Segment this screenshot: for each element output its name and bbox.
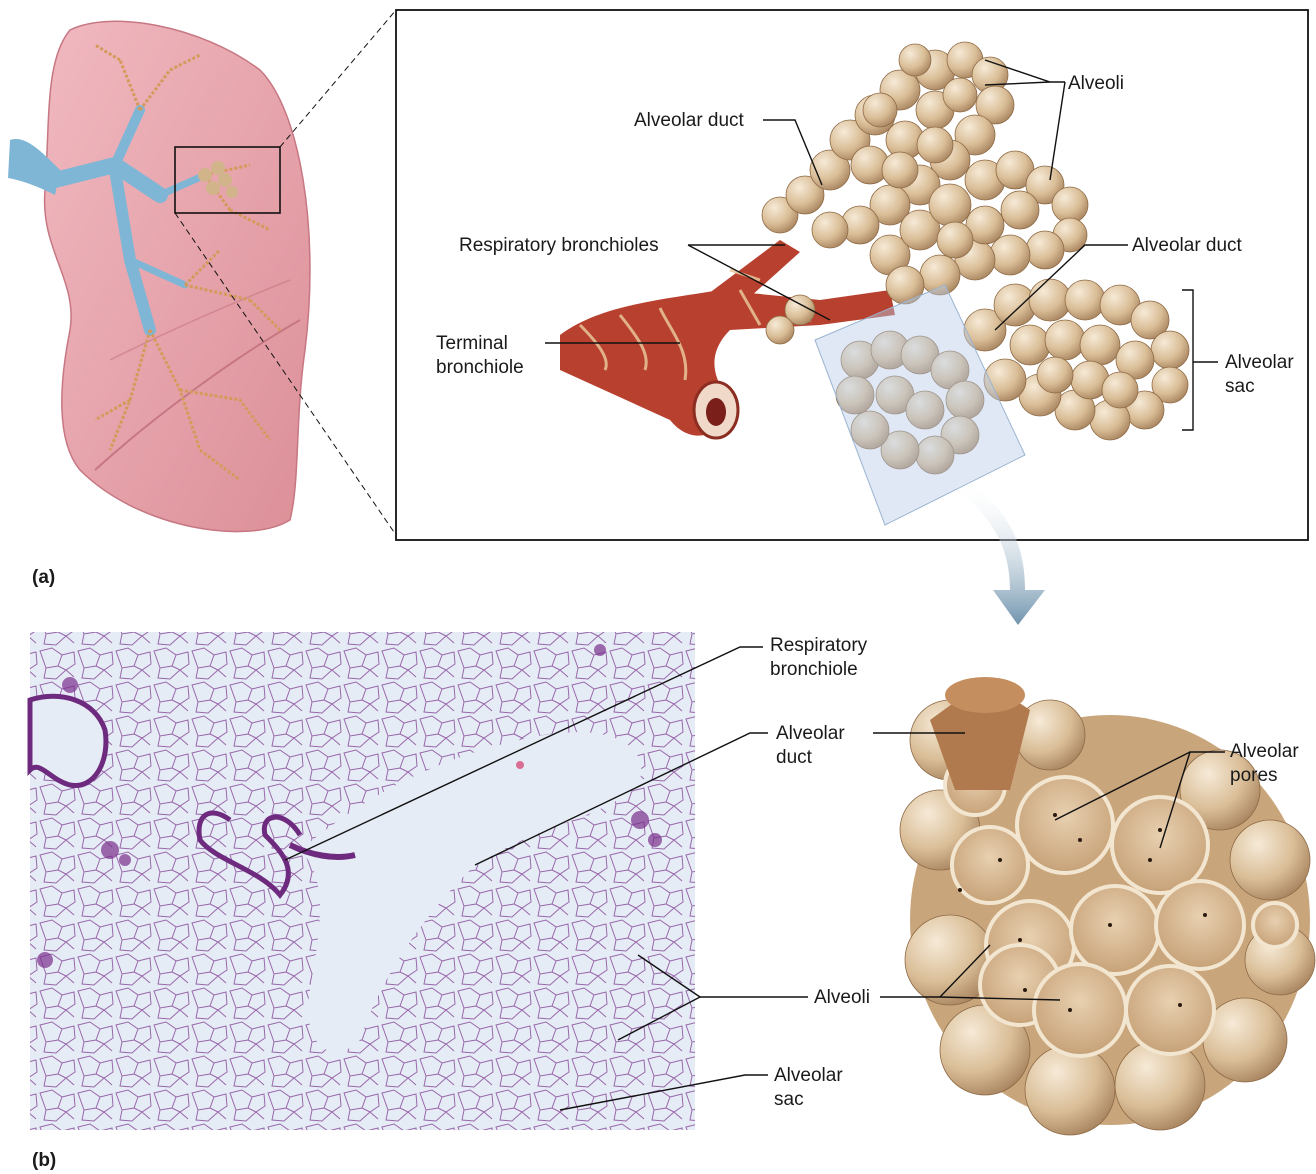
label-alveolar-duct-b-line2: duct bbox=[776, 746, 812, 769]
label-alveolar-duct-a-right: Alveolar duct bbox=[1132, 234, 1242, 257]
label-alveolar-sac-b-line1: Alveolar bbox=[774, 1064, 843, 1087]
lung-illustration bbox=[8, 21, 310, 531]
label-terminal-bronchiole-line1: Terminal bbox=[436, 332, 508, 355]
label-terminal-bronchiole-line2: bronchiole bbox=[436, 356, 524, 379]
label-alveolar-pores-line1: Alveolar bbox=[1230, 740, 1299, 763]
label-alveoli-b: Alveoli bbox=[814, 986, 870, 1009]
panel-letter-b: (b) bbox=[32, 1150, 56, 1172]
label-alveolar-sac-a-line1: Alveolar bbox=[1225, 351, 1294, 374]
inset-box bbox=[396, 10, 1308, 540]
label-alveolar-duct-b-line1: Alveolar bbox=[776, 722, 845, 745]
label-alveolar-sac-b-line2: sac bbox=[774, 1088, 804, 1111]
label-respiratory-bronchioles: Respiratory bronchioles bbox=[459, 234, 659, 257]
label-alveolar-pores-line2: pores bbox=[1230, 764, 1278, 787]
label-respiratory-bronchiole-line2: bronchiole bbox=[770, 658, 858, 681]
label-respiratory-bronchiole-line1: Respiratory bbox=[770, 634, 867, 657]
label-alveolar-sac-a-line2: sac bbox=[1225, 375, 1255, 398]
label-alveolar-duct-a-top: Alveolar duct bbox=[634, 109, 744, 132]
label-alveoli-a: Alveoli bbox=[1068, 72, 1124, 95]
panel-letter-a: (a) bbox=[32, 567, 55, 589]
histology-micrograph bbox=[30, 632, 695, 1130]
